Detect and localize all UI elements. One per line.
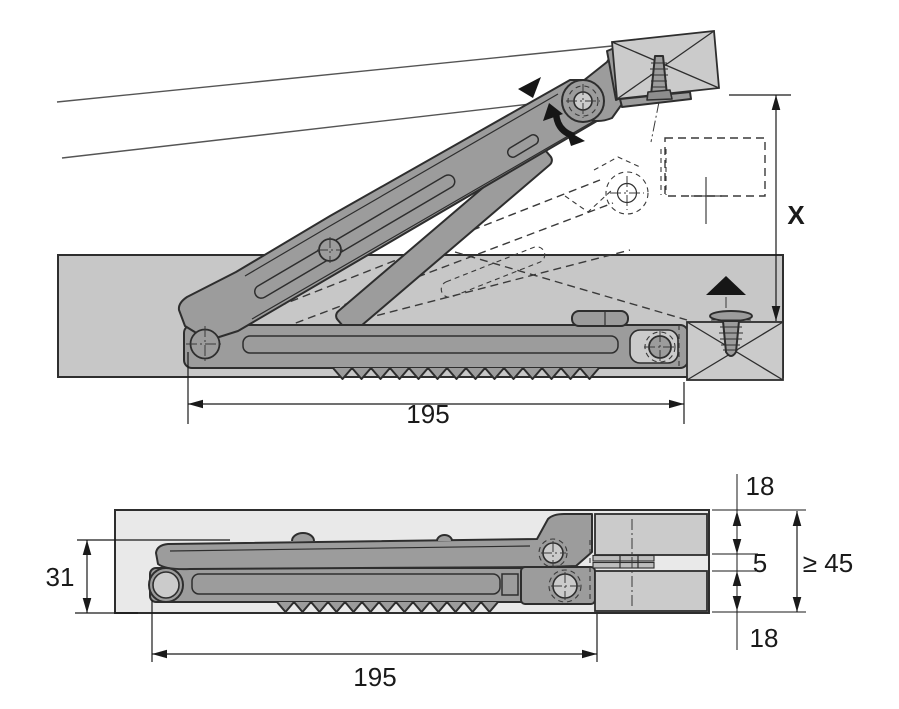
dimension-fold-height: 31 [46,539,230,614]
lid-mounting-block [611,30,720,100]
dim-label-bottom-panel: 18 [750,623,779,653]
hinge-plate [592,561,655,569]
folded-rail-teeth [276,601,499,613]
panel-direction-marker-icon [706,276,746,295]
rail-clip-tab [571,310,629,327]
dimension-length-bottom: 195 [151,600,598,692]
dimension-stack-right: 18 5 18 ≥ 45 [712,471,853,653]
rail-teeth [332,367,600,380]
folded-front-pivot [148,567,184,603]
lid-screw-icon [646,55,673,101]
dim-label-length-bottom: 195 [353,662,396,692]
panel-mounting-block [686,276,784,381]
dimension-length-top: 195 [187,352,685,429]
arm-slot-small [506,134,540,158]
lid-direction-marker-icon [518,77,541,98]
dim-label-length-top: 195 [406,399,449,429]
base-rail [183,310,689,380]
lid-bracket-assembly [518,30,720,146]
lid-edge-block [594,513,708,556]
arm-slot [254,174,456,299]
rotation-arrow-icon [543,103,585,146]
dim-label-gap: 5 [753,548,767,578]
panel-screw-icon [709,297,753,357]
dim-label-fold-height: 31 [46,562,75,592]
panel-edge-block [594,570,708,612]
folded-rail [149,567,596,613]
top-view-open-position: 195 X [56,30,805,429]
dim-label-total-depth: ≥ 45 [803,548,853,578]
rail-end-bracket [629,325,680,368]
dim-label-height-x: X [787,200,805,230]
lid-outline [56,45,613,159]
hinge-plate [592,554,655,562]
dim-label-top-panel: 18 [746,471,775,501]
edge-blocks [594,513,708,612]
dimension-height-x: X [729,94,805,321]
rail-front-pivot [186,326,224,362]
bottom-view-closed-position: 31 195 18 5 18 ≥ 45 [46,471,854,692]
